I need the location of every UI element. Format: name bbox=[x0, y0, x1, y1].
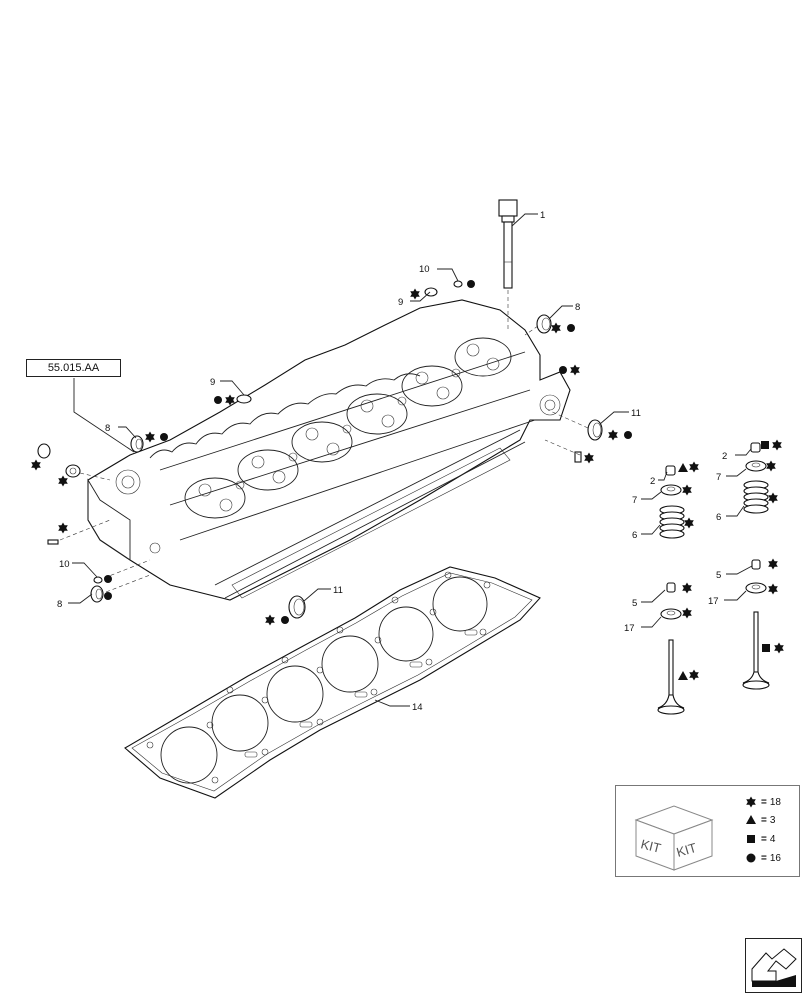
star-icon bbox=[768, 558, 778, 570]
circle-icon bbox=[745, 852, 759, 864]
star-icon bbox=[684, 517, 694, 529]
legend-row-circle: =16 bbox=[745, 852, 781, 864]
star-icon bbox=[410, 288, 420, 300]
legend-count-triangle: 3 bbox=[769, 814, 776, 826]
circle-icon bbox=[104, 592, 112, 600]
star-icon bbox=[31, 459, 41, 471]
kit-symbols bbox=[31, 280, 784, 681]
callout-7: 7 bbox=[632, 495, 637, 506]
circle-icon bbox=[567, 324, 575, 332]
callout-10: 10 bbox=[59, 559, 70, 570]
callout-8: 8 bbox=[57, 599, 62, 610]
kit-label-left: KIT bbox=[639, 836, 662, 855]
square-icon bbox=[761, 441, 769, 449]
callout-2: 2 bbox=[722, 451, 727, 462]
o-ring-front[interactable] bbox=[65, 464, 81, 478]
circle-icon bbox=[467, 280, 475, 288]
callout-10: 10 bbox=[419, 264, 430, 275]
kit-legend: KIT KIT =18 =3 =4 =16 bbox=[615, 785, 800, 877]
square-icon bbox=[745, 833, 759, 845]
callout-9: 9 bbox=[398, 297, 403, 308]
kit-box-icon: KIT KIT bbox=[634, 805, 714, 871]
screw-front[interactable] bbox=[47, 539, 59, 545]
star-icon bbox=[766, 460, 776, 472]
callout-9: 9 bbox=[210, 377, 215, 388]
circle-icon bbox=[104, 575, 112, 583]
legend-count-circle: 16 bbox=[769, 852, 781, 864]
head-gasket[interactable] bbox=[124, 566, 541, 799]
plug-8-left[interactable] bbox=[130, 435, 144, 453]
star-icon bbox=[682, 484, 692, 496]
star-icon bbox=[774, 642, 784, 654]
callout-11: 11 bbox=[631, 408, 641, 419]
star-icon bbox=[689, 669, 699, 681]
plug-8-top[interactable] bbox=[536, 314, 552, 334]
star-icon bbox=[58, 522, 68, 534]
callout-7: 7 bbox=[716, 472, 721, 483]
valve-assembly-right[interactable] bbox=[742, 442, 770, 690]
head-bolt[interactable] bbox=[498, 199, 518, 330]
star-icon bbox=[584, 452, 594, 464]
plug-11-right[interactable] bbox=[587, 419, 603, 441]
callout-14: 14 bbox=[412, 702, 423, 713]
navigate-back-button[interactable] bbox=[745, 938, 802, 993]
legend-row-square: =4 bbox=[745, 833, 775, 845]
plug-10-top[interactable] bbox=[453, 280, 463, 288]
star-icon bbox=[265, 614, 275, 626]
callout-5: 5 bbox=[632, 598, 637, 609]
triangle-icon bbox=[678, 463, 688, 472]
star-icon bbox=[772, 439, 782, 451]
star-icon bbox=[745, 796, 759, 808]
circle-icon bbox=[160, 433, 168, 441]
legend-count-square: 4 bbox=[769, 833, 776, 845]
valve-assembly-left[interactable] bbox=[657, 465, 685, 715]
plug-10-lower[interactable] bbox=[93, 576, 103, 584]
plug-11-bottom[interactable] bbox=[288, 595, 306, 619]
callout-2: 2 bbox=[650, 476, 655, 487]
callout-labels: 1 10 9 8 9 8 11 10 8 11 14 2 7 6 5 17 2 … bbox=[57, 210, 727, 713]
legend-count-star: 18 bbox=[769, 796, 781, 808]
callout-1: 1 bbox=[540, 210, 545, 221]
callout-17: 17 bbox=[624, 623, 635, 634]
return-arrow-icon bbox=[751, 948, 797, 987]
square-icon bbox=[762, 644, 770, 652]
callout-11: 11 bbox=[333, 585, 343, 596]
star-icon bbox=[58, 475, 68, 487]
callout-8: 8 bbox=[575, 302, 580, 313]
circle-icon bbox=[281, 616, 289, 624]
star-icon bbox=[570, 364, 580, 376]
kit-label-right: KIT bbox=[675, 840, 699, 860]
legend-row-triangle: =3 bbox=[745, 814, 775, 826]
star-icon bbox=[551, 322, 561, 334]
legend-row-star: =18 bbox=[745, 796, 781, 808]
circle-icon bbox=[214, 396, 222, 404]
cylinder-head[interactable] bbox=[87, 299, 571, 601]
star-icon bbox=[768, 583, 778, 595]
triangle-icon bbox=[745, 814, 759, 826]
plug-front[interactable] bbox=[37, 443, 51, 459]
callout-17: 17 bbox=[708, 596, 719, 607]
screw-right[interactable] bbox=[574, 451, 582, 463]
star-icon bbox=[682, 607, 692, 619]
triangle-icon bbox=[678, 671, 688, 680]
star-icon bbox=[145, 431, 155, 443]
reference-link-55-015-aa[interactable]: 55.015.AA bbox=[26, 359, 121, 377]
star-icon bbox=[608, 429, 618, 441]
star-icon bbox=[768, 492, 778, 504]
callout-8: 8 bbox=[105, 423, 110, 434]
circle-icon bbox=[624, 431, 632, 439]
callout-6: 6 bbox=[632, 530, 637, 541]
callout-5: 5 bbox=[716, 570, 721, 581]
o-ring-9-mid[interactable] bbox=[236, 394, 252, 404]
star-icon bbox=[689, 461, 699, 473]
star-icon bbox=[682, 582, 692, 594]
circle-icon bbox=[559, 366, 567, 374]
callout-6: 6 bbox=[716, 512, 721, 523]
plug-8-lower[interactable] bbox=[90, 585, 104, 603]
